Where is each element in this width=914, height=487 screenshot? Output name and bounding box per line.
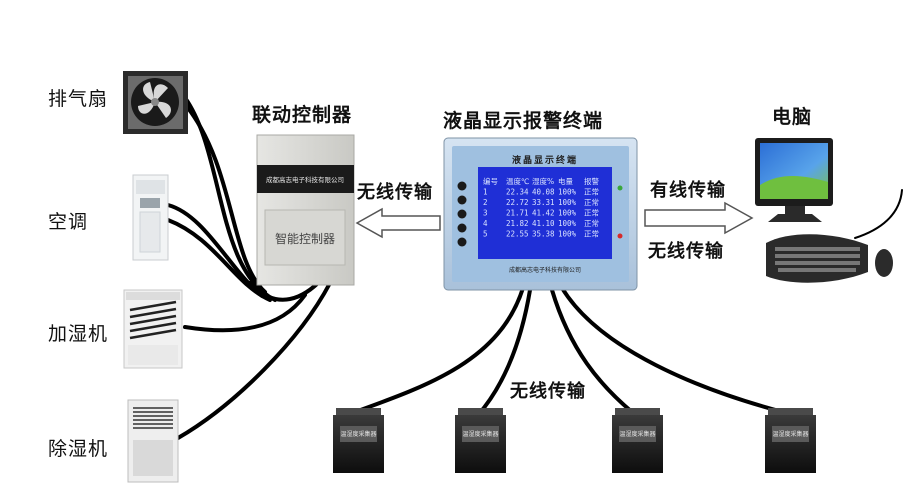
sensor-device: 温湿度采集器 [612, 408, 663, 473]
cable-dehumidifier [176, 281, 332, 440]
sensor-device: 温湿度采集器 [333, 408, 384, 473]
cable-humidifier [183, 293, 307, 333]
humidifier-device [123, 289, 183, 369]
terminal-title: 液晶显示报警终端 [443, 109, 603, 132]
computer-title: 电脑 [772, 105, 812, 128]
alarm-led [617, 233, 623, 239]
link-label-wireless-bottom: 无线传输 [510, 380, 586, 402]
lcd-table-cell: 正常 [584, 188, 599, 197]
terminal-device [443, 137, 638, 291]
lcd-header-cell: 电量 [558, 176, 573, 186]
lcd-table-cell: 正常 [584, 219, 599, 228]
lcd-header-cell: 湿度% [532, 176, 554, 186]
cable-sensor-2 [476, 288, 532, 417]
sensor-device: 温湿度采集器 [455, 408, 506, 473]
computer-device [755, 138, 893, 283]
controller-maker-text: 成都高志电子科技有限公司 [266, 175, 344, 184]
lcd-table-cell: 22.72 [506, 198, 529, 207]
terminal-button-4[interactable] [457, 223, 467, 233]
terminal-button-5[interactable] [457, 237, 467, 247]
lcd-table-cell: 100% [558, 198, 577, 207]
dehumidifier-device [127, 399, 179, 483]
lcd-header-cell: 编号 [483, 176, 498, 186]
terminal-footer-text: 成都高志电子科技有限公司 [509, 266, 581, 274]
sensor-label: 温湿度采集器 [772, 430, 808, 438]
lcd-table-cell: 41.10 [532, 219, 555, 228]
lcd-table-cell: 1 [483, 188, 488, 197]
sensor-label: 温湿度采集器 [619, 430, 655, 438]
lcd-table-cell: 100% [558, 209, 577, 218]
controller-title: 联动控制器 [252, 103, 352, 126]
sensor-label: 温湿度采集器 [340, 430, 376, 438]
link-label-wireless-left: 无线传输 [357, 181, 433, 203]
cables [166, 93, 903, 440]
terminal-header-text: 液晶显示终端 [512, 154, 578, 166]
cable-controller-extra [248, 281, 320, 302]
lcd-table-cell: 22.55 [506, 230, 529, 239]
lcd-table-cell: 21.71 [506, 209, 529, 218]
terminal-button-1[interactable] [457, 181, 467, 191]
lcd-table-cell: 100% [558, 230, 577, 239]
power-led [617, 185, 623, 191]
lcd-table-cell: 正常 [584, 209, 599, 218]
lcd-table-cell: 3 [483, 209, 488, 218]
cable-sensor-3 [550, 288, 634, 414]
fan-device [123, 71, 188, 134]
link-label-wired-right: 有线传输 [650, 179, 726, 201]
lcd-table-cell: 33.31 [532, 198, 555, 207]
terminal-button-3[interactable] [457, 209, 467, 219]
device-label-dehumidifier: 除湿机 [48, 438, 108, 460]
arrow-to-computer [644, 201, 754, 235]
controller-panel-text: 智能控制器 [275, 231, 335, 246]
lcd-table-cell: 35.38 [532, 230, 555, 239]
link-label-wireless-right: 无线传输 [648, 240, 724, 262]
cable-keyboard [854, 189, 903, 239]
device-label-humidifier: 加湿机 [48, 323, 108, 345]
sensor-device: 温湿度采集器 [765, 408, 816, 473]
lcd-table-cell: 22.34 [506, 188, 529, 197]
controller-device [256, 134, 355, 286]
lcd-table-cell: 正常 [584, 230, 599, 239]
ac-device [132, 174, 169, 261]
lcd-table-cell: 21.82 [506, 219, 529, 228]
lcd-table-cell: 正常 [584, 198, 599, 207]
lcd-table-cell: 2 [483, 198, 488, 207]
terminal-button-2[interactable] [457, 195, 467, 205]
sensor-group: 温湿度采集器 温湿度采集器 温湿度采集器 温湿度采集器 [333, 408, 816, 473]
lcd-table-cell: 100% [558, 188, 577, 197]
keyboard [766, 234, 868, 283]
lcd-table-cell: 41.42 [532, 209, 555, 218]
mouse [875, 249, 893, 277]
device-label-ac: 空调 [48, 211, 88, 233]
lcd-table-cell: 4 [483, 219, 488, 228]
arrow-to-controller [355, 207, 441, 239]
lcd-table-cell: 100% [558, 219, 577, 228]
cable-fan-2 [186, 106, 267, 294]
lcd-header-cell: 报警 [584, 176, 599, 186]
lcd-table-cell: 5 [483, 230, 488, 239]
cable-sensor-4 [560, 286, 785, 414]
cable-sensor-1 [353, 286, 525, 414]
lcd-header-cell: 温度℃ [506, 176, 529, 186]
sensor-label: 温湿度采集器 [462, 430, 498, 438]
lcd-table-cell: 40.08 [532, 188, 555, 197]
device-label-fan: 排气扇 [48, 88, 108, 110]
